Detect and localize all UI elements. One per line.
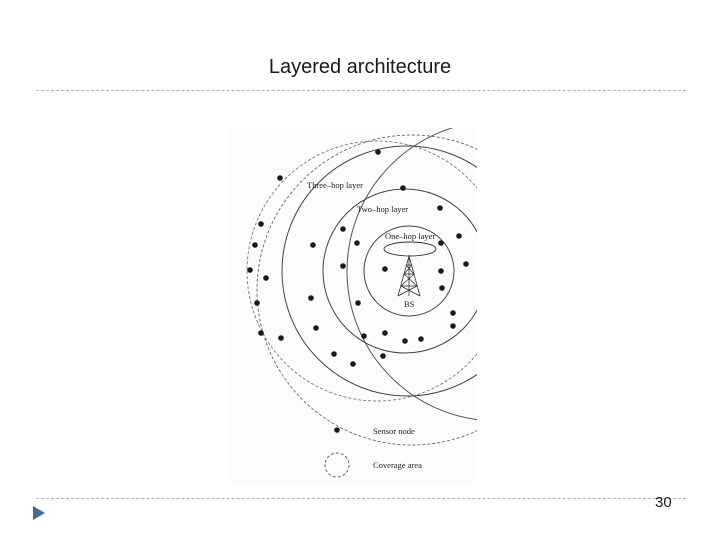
slide-bullet-arrow-icon — [33, 506, 45, 520]
one-hop-layer-circle — [363, 225, 455, 317]
sensor-node — [382, 266, 388, 272]
sensor-node — [380, 353, 386, 359]
one-hop-layer-label: One–hop layer — [385, 231, 435, 241]
sensor-node — [308, 295, 314, 301]
sensor-node — [437, 205, 443, 211]
sensor-node — [382, 330, 388, 336]
sensor-node — [463, 261, 469, 267]
sensor-node — [439, 285, 445, 291]
legend-sensor-node-icon — [334, 427, 340, 433]
sensor-node — [258, 221, 264, 227]
layered-architecture-diagram: Three–hop layer Two–hop layer One–hop la… — [227, 128, 477, 484]
sensor-node — [361, 333, 367, 339]
two-hop-layer-label: Two–hop layer — [357, 204, 408, 214]
legend-sensor-node-label: Sensor node — [373, 426, 415, 436]
sensor-node — [438, 240, 444, 246]
sensor-node — [263, 275, 269, 281]
sensor-node — [254, 300, 260, 306]
sensor-node — [310, 242, 316, 248]
sensor-node — [340, 226, 346, 232]
sensor-nodes — [247, 149, 469, 367]
sensor-node — [375, 149, 381, 155]
sensor-node — [438, 268, 444, 274]
large-coverage-arc — [256, 134, 477, 446]
sensor-node — [278, 335, 284, 341]
sensor-node — [400, 185, 406, 191]
sensor-node — [354, 240, 360, 246]
legend-coverage-area-icon — [324, 452, 350, 478]
three-hop-layer-label: Three–hop layer — [307, 180, 363, 190]
sensor-node — [340, 263, 346, 269]
sensor-node — [331, 351, 337, 357]
sensor-node — [355, 300, 361, 306]
sensor-node — [277, 175, 283, 181]
base-station-tower-icon — [397, 254, 421, 297]
outer-coverage-area — [246, 140, 477, 402]
sensor-node — [313, 325, 319, 331]
sensor-node — [450, 323, 456, 329]
sensor-node — [450, 310, 456, 316]
footer-divider — [36, 498, 686, 499]
sensor-node — [247, 267, 253, 273]
page-number: 30 — [655, 494, 672, 511]
radio-signal-ellipse — [383, 241, 437, 257]
three-hop-boundary-arc — [346, 128, 477, 421]
sensor-node — [402, 338, 408, 344]
sensor-node — [418, 336, 424, 342]
legend-coverage-area-label: Coverage area — [373, 460, 422, 470]
three-hop-layer-circle — [281, 145, 477, 397]
diagram-background — [227, 128, 477, 484]
base-station-label: BS — [404, 299, 415, 309]
sensor-node — [258, 330, 264, 336]
slide-title: Layered architecture — [268, 56, 452, 78]
sensor-node — [350, 361, 356, 367]
sensor-node — [252, 242, 258, 248]
title-divider — [36, 90, 686, 91]
sensor-node — [456, 233, 462, 239]
